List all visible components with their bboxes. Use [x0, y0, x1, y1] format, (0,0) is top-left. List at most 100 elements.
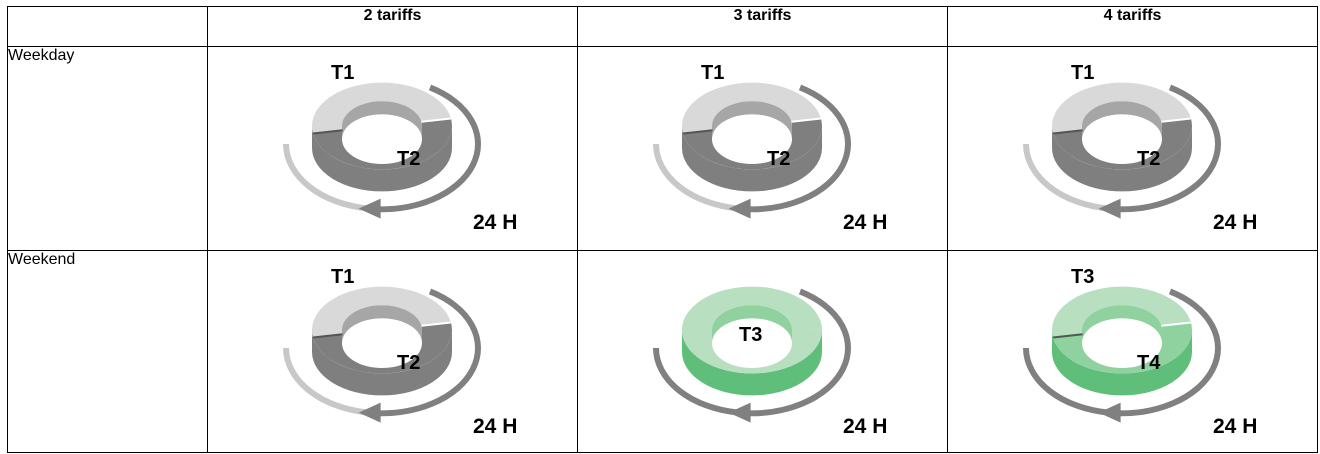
- duration-label: 24 H: [1213, 415, 1257, 438]
- ring-split-line: [420, 321, 451, 327]
- column-header-4-tariffs: 4 tariffs: [947, 6, 1318, 47]
- ring-hole: [1081, 114, 1162, 164]
- duration-label: 24 H: [473, 211, 517, 234]
- tariff-table: 2 tariffs 3 tariffs 4 tariffs Weekday T1…: [7, 6, 1318, 453]
- cycle-arrow-shaft: [282, 347, 369, 416]
- ring-hole: [341, 114, 422, 164]
- duration-label: 24 H: [1213, 211, 1257, 234]
- ring-split-line: [312, 333, 343, 339]
- ring-split-line: [790, 117, 821, 123]
- ring-top-segment-1: [311, 286, 451, 338]
- duration-label: 24 H: [843, 415, 887, 438]
- column-header-3-tariffs: 3 tariffs: [577, 6, 948, 47]
- row-label-weekday: Weekday: [7, 46, 208, 251]
- tariff-label-top: T1: [331, 62, 354, 84]
- ring-inner-wall: [1081, 101, 1162, 140]
- cycle-arrow-shaft: [652, 347, 739, 416]
- ring-split-line: [1160, 321, 1191, 327]
- tariff-label-bottom: T2: [767, 148, 790, 170]
- ring-split-line: [312, 129, 343, 135]
- gray-ring-icon: [681, 82, 822, 192]
- tariff-label-top: T1: [1071, 62, 1094, 84]
- gray-ring-icon: [1051, 82, 1192, 192]
- ring-outer-wall: [311, 330, 452, 396]
- cycle-arrow-head: [358, 198, 381, 219]
- cycle-arrow-shaft: [1107, 84, 1221, 213]
- cycle-arrow-icon: [1022, 288, 1221, 423]
- ring-inner-wall: [711, 305, 792, 344]
- tariff-ring-diagram: T3 24 H: [652, 286, 887, 438]
- column-header-2-tariffs: 2 tariffs: [207, 6, 578, 47]
- ring-top-segment-2: [682, 118, 822, 170]
- ring-inner-wall: [341, 101, 422, 140]
- cycle-arrow-shaft: [737, 84, 851, 213]
- cycle-arrow-icon: [282, 84, 481, 219]
- ring-split-line: [1052, 333, 1083, 339]
- weekend-3-tariffs-cell: T3 24 H: [577, 250, 948, 453]
- ring-top-segment-2: [1052, 322, 1192, 374]
- ring-top-segment-1: [311, 82, 451, 134]
- tariff-label-bottom: T2: [397, 352, 420, 374]
- cycle-arrow-shaft: [282, 143, 369, 212]
- tariff-label-bottom: T4: [1137, 352, 1161, 374]
- ring-inner-wall: [341, 305, 422, 344]
- cycle-arrow-shaft: [1022, 347, 1109, 416]
- cycle-arrow-shaft: [367, 288, 481, 417]
- ring-top-segment-1: [1051, 82, 1191, 134]
- cycle-arrow-head: [358, 402, 381, 423]
- ring-split-line: [420, 117, 451, 123]
- ring-split-line: [1052, 129, 1083, 135]
- duration-label: 24 H: [473, 415, 517, 438]
- ring-inner-wall: [1081, 305, 1162, 344]
- green-ring-icon: [681, 286, 822, 396]
- ring-hole: [711, 318, 792, 368]
- ring-outer-wall: [681, 330, 822, 396]
- ring-top-segment-1: [1051, 286, 1191, 338]
- cycle-arrow-head: [1098, 198, 1121, 219]
- tariff-label-bottom: T2: [1137, 148, 1160, 170]
- ring-outer-wall: [681, 126, 822, 192]
- ring-split-line: [682, 129, 713, 135]
- ring-top-segment-2: [312, 118, 452, 170]
- cycle-arrow-icon: [1022, 84, 1221, 219]
- ring-outer-wall: [1051, 126, 1192, 192]
- cycle-arrow-shaft: [737, 288, 851, 417]
- tariff-label-top: T1: [331, 266, 354, 288]
- ring-top-segment-2: [312, 322, 452, 374]
- ring-split-line: [1160, 117, 1191, 123]
- tariff-label-top: T3: [1071, 266, 1094, 288]
- ring-hole: [341, 318, 422, 368]
- cycle-arrow-icon: [282, 288, 481, 423]
- cycle-arrow-head: [1098, 402, 1121, 423]
- tariff-label-bottom: T2: [397, 148, 420, 170]
- cycle-arrow-shaft: [367, 84, 481, 213]
- ring-hole: [711, 114, 792, 164]
- ring-top-segment-1: [681, 82, 821, 134]
- ring-outer-wall: [311, 126, 452, 192]
- corner-cell: [7, 6, 208, 47]
- tariff-label-top: T1: [701, 62, 724, 84]
- cycle-arrow-shaft: [1107, 288, 1221, 417]
- row-label-weekend: Weekend: [7, 250, 208, 453]
- tariff-label-center: T3: [739, 324, 762, 346]
- cycle-arrow-shaft: [1022, 143, 1109, 212]
- cycle-arrow-icon: [652, 288, 851, 423]
- ring-outer-wall: [1051, 330, 1192, 396]
- cycle-arrow-icon: [652, 84, 851, 219]
- duration-label: 24 H: [843, 211, 887, 234]
- ring-inner-wall: [711, 101, 792, 140]
- ring-hole: [1081, 318, 1162, 368]
- gray-ring-icon: [311, 82, 452, 192]
- cycle-arrow-head: [728, 198, 751, 219]
- cycle-arrow-shaft: [652, 143, 739, 212]
